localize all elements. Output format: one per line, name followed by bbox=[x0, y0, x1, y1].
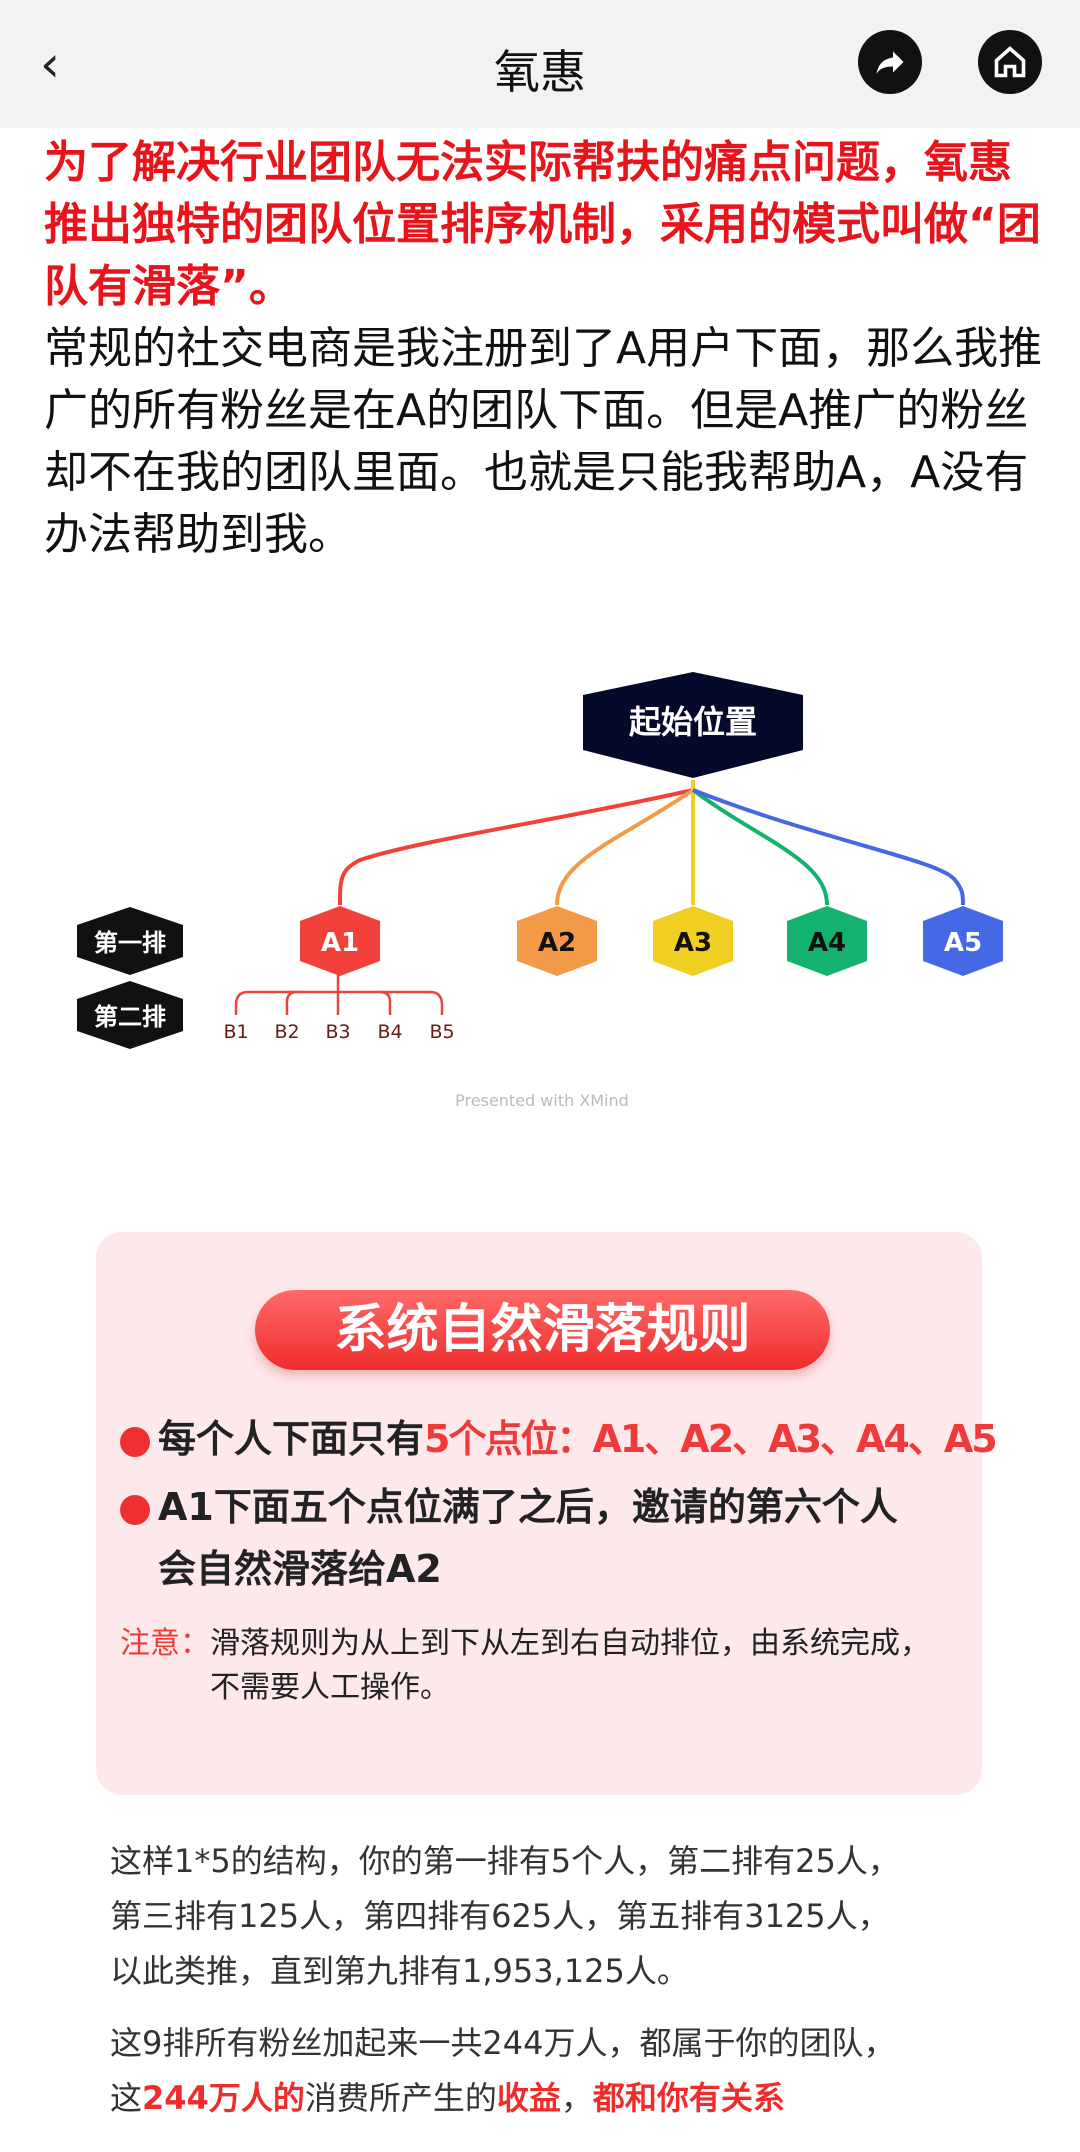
node-a3: A3 bbox=[653, 906, 733, 976]
bullet-dot-icon bbox=[120, 1494, 150, 1525]
node-a1: A1 bbox=[300, 906, 380, 976]
rules-card: 系统自然滑落规则 每个人下面只有5个点位：A1、A2、A3、A4、A5 A1下面… bbox=[96, 1232, 998, 1795]
node-label: A5 bbox=[944, 928, 982, 958]
node-hexagon bbox=[923, 906, 1003, 976]
rules-title: 系统自然滑落规则 bbox=[255, 1290, 830, 1370]
share-button[interactable] bbox=[858, 30, 922, 94]
edge-a5 bbox=[692, 788, 965, 906]
row-label-2: 第二排 bbox=[77, 981, 183, 1049]
bullet-dot-icon bbox=[120, 1426, 150, 1457]
intro-text: 为了解决行业团队无法实际帮扶的痛点问题，氧惠推出独特的团队位置排序机制，采用的模… bbox=[44, 132, 1044, 566]
node-hexagon bbox=[517, 906, 597, 976]
child-node-b2: B2 bbox=[274, 1021, 299, 1043]
node-hexagon bbox=[300, 906, 380, 976]
xmind-watermark: Presented with XMind bbox=[455, 1091, 629, 1110]
child-node-b4: B4 bbox=[377, 1021, 402, 1043]
edge-a1 bbox=[338, 780, 695, 906]
svg-text:第一排: 第一排 bbox=[94, 929, 166, 957]
root-label: 起始位置 bbox=[629, 703, 757, 741]
intro-black-text: 常规的社交电商是我注册到了A用户下面，那么我推广的所有粉丝是在A的团队下面。但是… bbox=[44, 323, 1043, 560]
child-node-b1: B1 bbox=[223, 1021, 248, 1043]
rule-note: 注意：滑落规则为从上到下从左到右自动排位，由系统完成，不需要人工操作。 bbox=[120, 1626, 930, 1705]
node-a5: A5 bbox=[923, 906, 1003, 976]
page-title: 氧惠 bbox=[494, 45, 586, 99]
top-bar: ‹ 氧惠 bbox=[0, 0, 1080, 128]
summary-paragraph: 这9排所有粉丝加起来一共244万人，都属于你的团队， 这244万人的消费所产生的… bbox=[110, 2024, 896, 2117]
child-node-b3: B3 bbox=[325, 1021, 350, 1043]
edge-a4 bbox=[691, 788, 829, 906]
home-icon bbox=[994, 46, 1026, 78]
rule-bullet-2: A1下面五个点位满了之后，邀请的第六个人会自然滑落给A2 bbox=[120, 1476, 898, 1600]
node-hexagon bbox=[787, 906, 867, 976]
node-hexagon bbox=[653, 906, 733, 976]
node-label: A3 bbox=[674, 928, 712, 958]
rule-bullet-1: 每个人下面只有5个点位：A1、A2、A3、A4、A5 bbox=[120, 1408, 998, 1470]
b-bracket bbox=[234, 975, 444, 1015]
node-label: A1 bbox=[321, 928, 359, 958]
node-a2: A2 bbox=[517, 906, 597, 976]
edge-a2 bbox=[555, 788, 695, 906]
root-node bbox=[583, 672, 803, 778]
structure-paragraph: 这样1*5的结构，你的第一排有5个人，第二排有25人， 第三排有125人，第四排… bbox=[110, 1842, 900, 1990]
back-button[interactable]: ‹ bbox=[40, 35, 60, 93]
share-icon bbox=[876, 51, 904, 74]
team-diagram: 起始位置 A1 A2 A3 A4 A5 第一排 第二排 B1 B2 B3 B4 B5 Prese… bbox=[77, 672, 1003, 1110]
node-label: A4 bbox=[808, 928, 846, 958]
node-a4: A4 bbox=[787, 906, 867, 976]
svg-text:第二排: 第二排 bbox=[94, 1003, 166, 1031]
child-node-b5: B5 bbox=[429, 1021, 454, 1043]
row-label-1: 第一排 bbox=[77, 907, 183, 975]
node-label: A2 bbox=[538, 928, 576, 958]
home-button[interactable] bbox=[978, 30, 1042, 94]
intro-red-text: 为了解决行业团队无法实际帮扶的痛点问题，氧惠推出独特的团队位置排序机制，采用的模… bbox=[44, 137, 1041, 312]
